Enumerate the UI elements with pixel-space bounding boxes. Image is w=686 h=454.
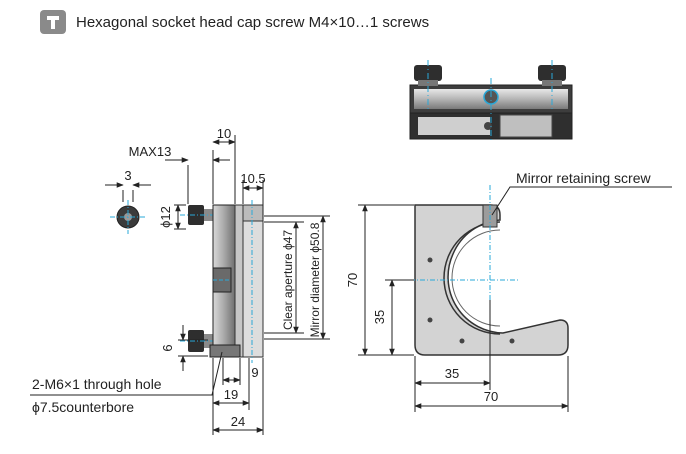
dim-35-vertical: 35 — [372, 310, 387, 324]
dim-max13: MAX13 — [129, 144, 172, 159]
mount-plate — [414, 204, 569, 356]
dim-19: 19 — [224, 387, 238, 402]
label-clear-aperture: Clear aperture ϕ47 — [281, 230, 295, 330]
front-view: Mirror retaining screw 70 35 35 70 — [345, 170, 672, 412]
header-title: Hexagonal socket head cap screw M4×10…1 … — [76, 13, 430, 31]
dim-phi12: ϕ12 — [158, 206, 173, 228]
dim-3: 3 — [124, 168, 131, 183]
dim-70-vertical: 70 — [345, 273, 360, 287]
header: Hexagonal socket head cap screw M4×10…1 … — [40, 8, 429, 36]
dim-6: 6 — [160, 344, 175, 351]
screw-icon — [40, 10, 66, 34]
callout-counterbore: ϕ7.5counterbore — [32, 399, 134, 415]
side-view: 3 ϕ12 MAX13 10 10.5 Clear aperture ϕ47 M… — [30, 126, 330, 435]
dim-9: 9 — [251, 365, 258, 380]
top-screw — [188, 205, 204, 225]
callout-retaining-screw: Mirror retaining screw — [516, 170, 651, 186]
dim-70-horizontal: 70 — [484, 389, 498, 404]
dim-24: 24 — [231, 414, 245, 429]
dim-10: 10 — [217, 126, 231, 141]
top-view — [409, 60, 573, 140]
dim-35-horizontal: 35 — [445, 366, 459, 381]
label-mirror-diameter: Mirror diameter ϕ50.8 — [308, 222, 322, 337]
callout-through-hole: 2-M6×1 through hole — [32, 376, 162, 392]
bottom-screw — [188, 330, 204, 352]
dim-10-5: 10.5 — [240, 171, 265, 186]
